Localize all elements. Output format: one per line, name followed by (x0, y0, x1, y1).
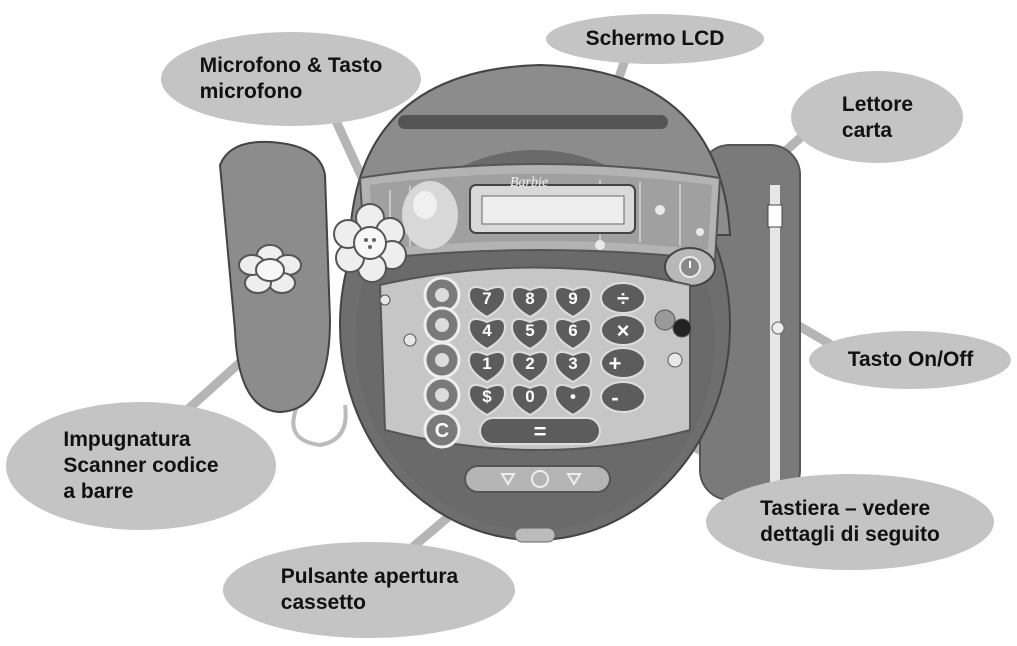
key-1: 1 (482, 354, 491, 373)
callout-keypad: Tastiera – vedere dettagli di seguito (705, 472, 995, 572)
key-6: 6 (568, 321, 577, 340)
callout-lcd: Schermo LCD (545, 13, 765, 65)
callout-lcd-label: Schermo LCD (585, 27, 725, 50)
callout-handle-scanner-label: Impugnatura Scanner codice a barre (63, 428, 219, 503)
clear-key-label: C (435, 420, 449, 442)
callout-card-reader: Lettore carta (790, 70, 965, 165)
minus-cart-key: - (611, 385, 618, 410)
power-button (664, 247, 716, 287)
operator-keys: ÷ × + - = (479, 282, 646, 445)
plus-cart-key: + (609, 351, 622, 376)
equals-key (479, 417, 601, 445)
key-dot: • (570, 387, 576, 406)
key-9: 9 (568, 289, 577, 308)
equals-key-label: = (534, 419, 547, 444)
callout-handle-scanner: Impugnatura Scanner codice a barre (5, 400, 277, 532)
callout-on-off: Tasto On/Off (808, 330, 1013, 390)
key-7: 7 (482, 289, 491, 308)
scanner-handle (218, 140, 348, 448)
callout-keypad-label: Tastiera – vedere dettagli di seguito (760, 497, 940, 546)
callout-on-off-label: Tasto On/Off (847, 348, 974, 371)
number-keys: 7 8 9 4 5 6 1 2 3 $ 0 • (467, 285, 593, 417)
callout-card-reader-label: Lettore carta (841, 92, 914, 142)
divide-key: ÷ (617, 286, 629, 311)
multiply-key: × (617, 318, 630, 343)
key-4: 4 (482, 321, 492, 340)
decor-flowers (379, 294, 692, 368)
key-8: 8 (525, 289, 534, 308)
clear-key (423, 411, 461, 449)
key-0: 0 (525, 387, 534, 406)
callout-drawer: Pulsante apertura cassetto (222, 540, 517, 640)
key-3: 3 (568, 354, 577, 373)
key-2: 2 (525, 354, 534, 373)
key-5: 5 (525, 321, 534, 340)
microphone-flower-icon (333, 203, 407, 283)
screen-logo: Barbie (510, 175, 548, 190)
screen-banner: Barbie (358, 163, 722, 262)
callout-microphone-label: Microfono & Tasto microfono (199, 54, 383, 103)
key-dollar: $ (482, 387, 492, 406)
callout-drawer-label: Pulsante apertura cassetto (280, 565, 459, 614)
picture-keys: C (423, 276, 461, 449)
drawer-button (464, 465, 611, 543)
callout-microphone: Microfono & Tasto microfono (160, 30, 422, 128)
